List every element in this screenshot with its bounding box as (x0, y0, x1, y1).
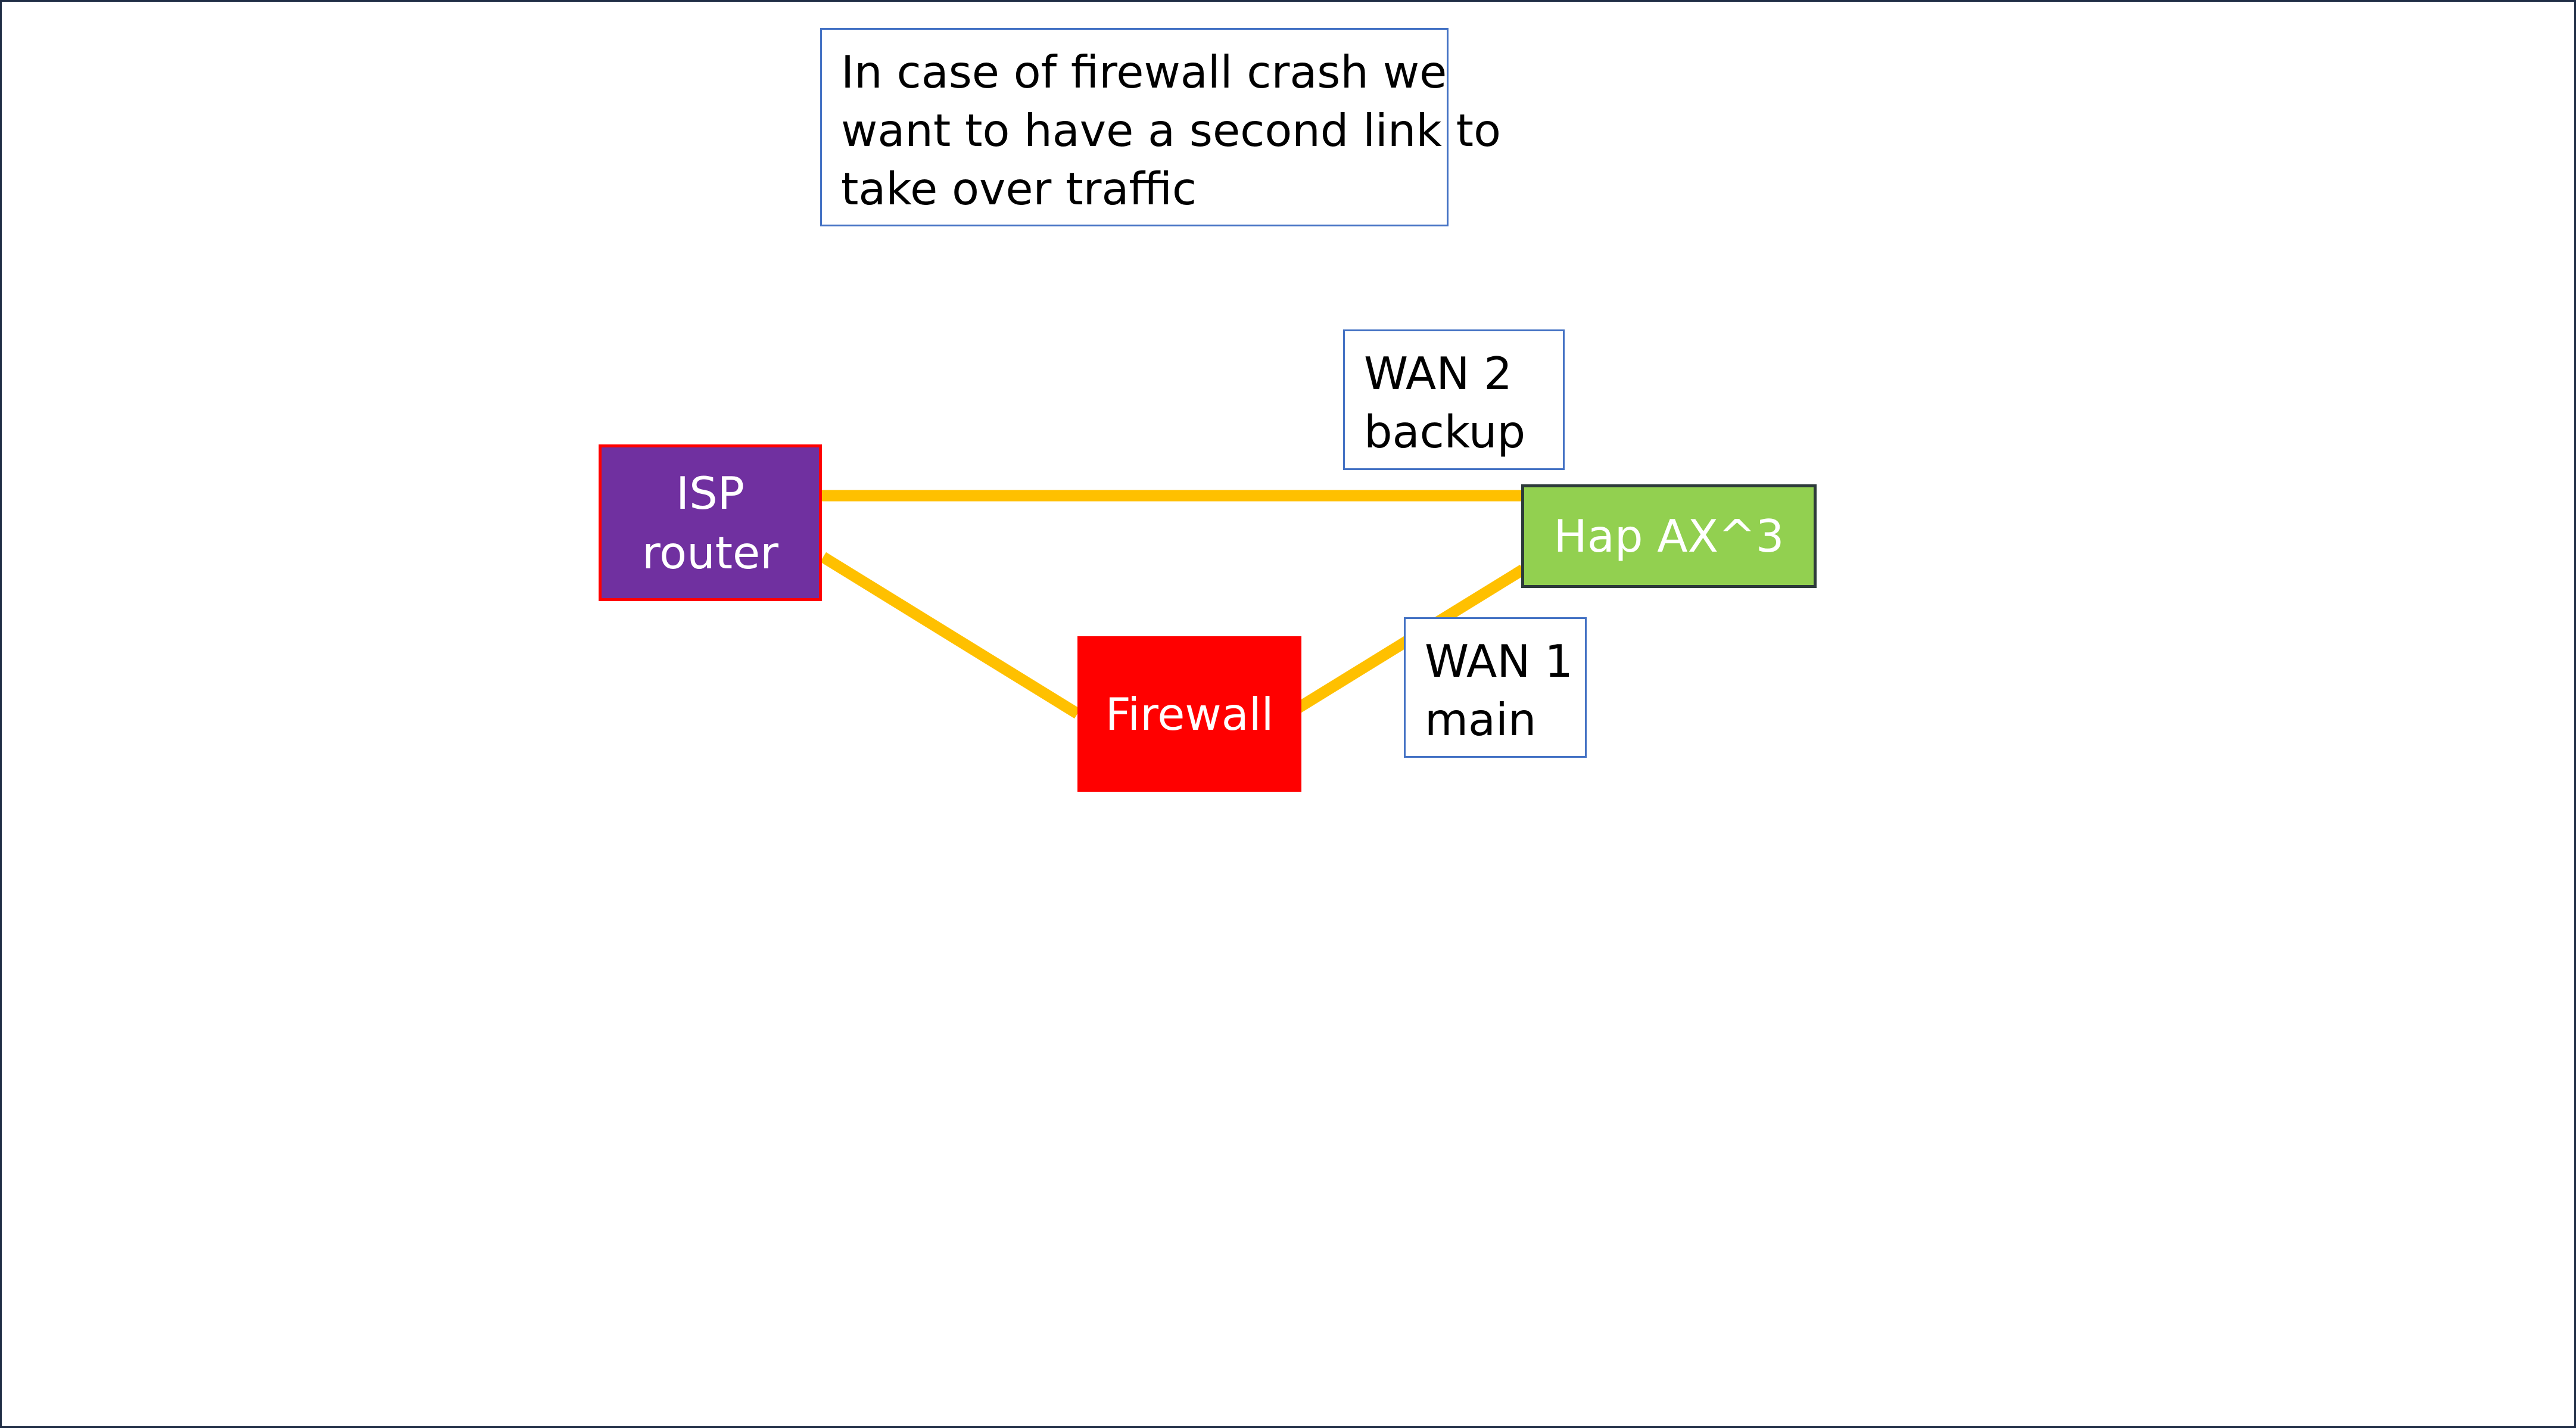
wan2-label-line: WAN 2 (1364, 347, 1513, 400)
isp-router-node: ISP router (599, 444, 822, 601)
caption-textbox: In case of firewall crash we want to hav… (820, 28, 1501, 226)
wan2-backup-label: WAN 2 backup (1343, 329, 1565, 470)
firewall-label: Firewall (1105, 687, 1274, 741)
wan2-label-line: backup (1364, 406, 1526, 458)
wan1-label-line: WAN 1 (1425, 635, 1574, 687)
wan1-main-label: WAN 1 main (1404, 617, 1587, 758)
firewall-node: Firewall (1077, 636, 1301, 792)
isp-firewall-link (820, 552, 1080, 719)
caption-line: want to have a second link to (841, 104, 1501, 157)
isp-router-label: ISP (676, 466, 745, 519)
hap-ax3-label: Hap AX^3 (1553, 510, 1784, 562)
isp-router-label: router (642, 526, 778, 579)
hap-ax3-node: Hap AX^3 (1521, 484, 1817, 588)
wan1-label-line: main (1425, 693, 1537, 746)
caption-line: take over traffic (841, 163, 1197, 215)
caption-line: In case of firewall crash we (841, 46, 1447, 98)
